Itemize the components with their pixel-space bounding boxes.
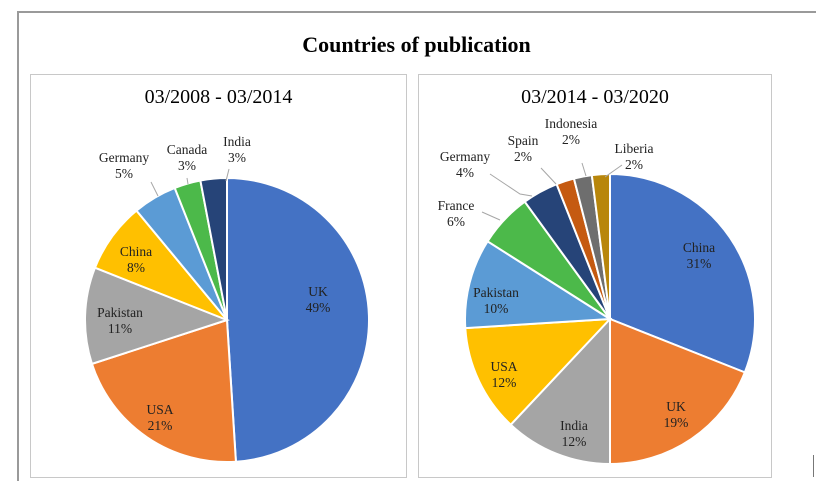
pie-2-label-liberia: Liberia [615,141,654,156]
pie-2-label-france: France [438,198,475,213]
pie-1-label-india: India [223,134,251,149]
pie-2-value-india: 12% [562,434,587,449]
pie-2-label-usa: USA [490,359,517,374]
pie-2-label-uk: UK [666,399,686,414]
pie-2-label-pakistan: Pakistan [473,285,519,300]
pie-2-value-france: 6% [447,214,465,229]
pie-chart-2: China31%UK19%India12%USA12%Pakistan10%Fr… [438,116,756,466]
pie-1-label-germany: Germany [99,150,149,165]
pie-2-value-china: 31% [687,256,712,271]
text-cursor [813,455,814,477]
pie-1-leader-india [225,168,230,182]
pie-1-value-uk: 49% [306,300,331,315]
pie-2-slice-uk [609,317,747,466]
pie-1-label-usa: USA [146,402,173,417]
pie-1-value-india: 3% [228,150,246,165]
pie-2-value-uk: 19% [664,415,689,430]
pie-2-value-germany: 4% [456,165,474,180]
pie-2-label-germany: Germany [440,149,490,164]
pie-2-label-china: China [683,240,715,255]
pie-1-label-canada: Canada [167,142,207,157]
pie-1-leader-germany [150,181,159,197]
chart-1-title: 03/2008 - 03/2014 [144,86,293,108]
pie-2-label-india: India [560,418,588,433]
pie-1-value-pakistan: 11% [108,321,132,336]
pie-1-value-germany: 5% [115,166,133,181]
pie-2-slice-india [509,316,611,466]
pie-1-slice-usa [90,318,237,463]
pie-2-value-indonesia: 2% [562,132,580,147]
pie-2-label-indonesia: Indonesia [545,116,597,131]
figure-title: Countries of publication [302,32,531,57]
chart-2-title: 03/2014 - 03/2020 [521,86,669,108]
pie-1-slice-uk [226,176,371,463]
pie-2-slice-pakistan [464,239,614,330]
pie-1-slice-pakistan [84,266,230,366]
pie-1-value-usa: 21% [148,418,173,433]
pie-1-label-china: China [120,244,152,259]
pie-1-value-canada: 3% [178,158,196,173]
pie-2-slice-usa [464,317,613,427]
pie-2-label-spain: Spain [508,133,539,148]
pie-2-slice-china [609,172,756,374]
pie-2-value-usa: 12% [492,375,517,390]
pie-1-label-uk: UK [308,284,328,299]
pie-1-leader-canada [186,177,189,185]
pie-2-value-liberia: 2% [625,157,643,172]
pie-2-value-pakistan: 10% [484,301,509,316]
pie-2-leader-germany [489,173,533,197]
pie-2-value-spain: 2% [514,149,532,164]
pie-2-leader-liberia [604,164,623,178]
pie-2-leader-france [481,211,501,221]
pie-1-label-pakistan: Pakistan [97,305,143,320]
pie-2-leader-spain [540,167,557,185]
pie-1-value-china: 8% [127,260,145,275]
pie-2-leader-indonesia [581,162,587,177]
